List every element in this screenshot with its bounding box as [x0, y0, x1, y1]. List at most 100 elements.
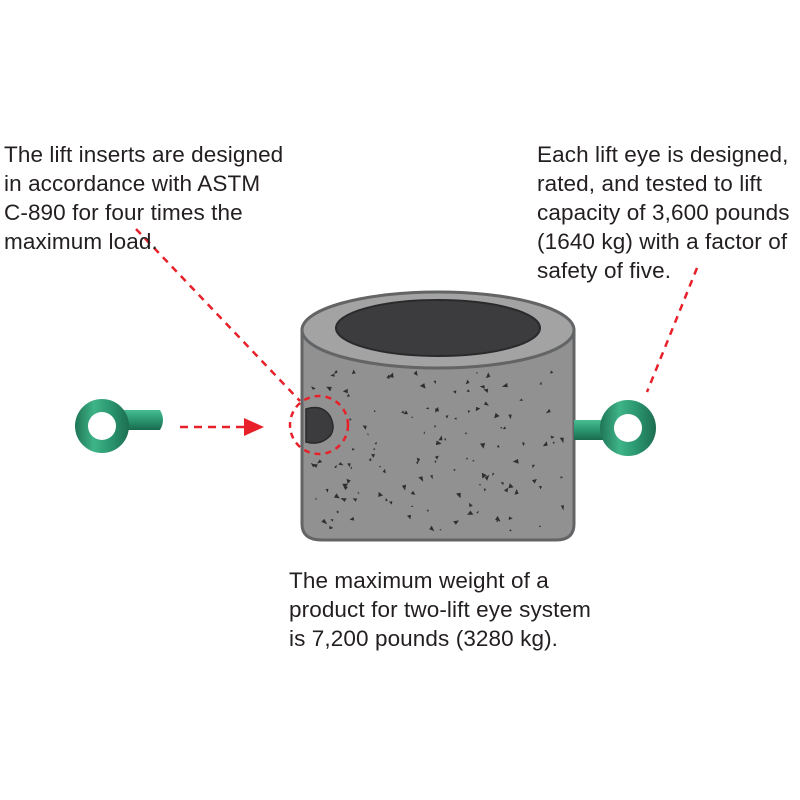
- insert-highlight-circle: [288, 394, 350, 456]
- concrete-speckle: [466, 389, 470, 393]
- concrete-speckle: [346, 478, 351, 484]
- callout-line: maximum load.: [4, 229, 158, 254]
- insertion-arrow-head: [244, 418, 264, 436]
- concrete-speckle: [480, 443, 486, 449]
- concrete-speckle: [483, 388, 489, 393]
- callout-line: C-890 for four times the: [4, 200, 243, 225]
- concrete-speckle: [472, 459, 475, 462]
- concrete-speckle: [321, 518, 328, 525]
- concrete-speckle: [342, 483, 349, 489]
- concrete-speckle: [481, 472, 487, 479]
- concrete-speckle: [373, 447, 376, 451]
- concrete-speckle: [329, 525, 334, 530]
- cylinder-opening: [335, 299, 541, 357]
- concrete-speckle: [401, 410, 405, 414]
- insert-callout-line: [135, 228, 301, 402]
- concrete-speckle: [514, 489, 519, 495]
- concrete-speckle: [379, 465, 382, 468]
- insert-callout-text: The lift inserts are designed in accorda…: [4, 140, 283, 256]
- lift-eye-left: [75, 399, 163, 453]
- concrete-speckle: [378, 491, 384, 497]
- concrete-speckle: [503, 487, 509, 493]
- callout-line: in accordance with ASTM: [4, 171, 261, 196]
- lift-eye-right-hole: [614, 414, 642, 442]
- concrete-speckle: [532, 464, 536, 469]
- concrete-speckle: [330, 519, 334, 522]
- concrete-speckle: [434, 425, 437, 428]
- concrete-speckle: [371, 453, 375, 458]
- concrete-speckle: [475, 372, 478, 375]
- concrete-speckle: [346, 393, 350, 397]
- concrete-speckle: [357, 491, 360, 494]
- callout-line: rated, and tested to lift: [537, 171, 763, 196]
- concrete-speckle: [509, 529, 512, 532]
- concrete-speckle: [367, 433, 369, 436]
- concrete-speckle: [542, 441, 548, 447]
- concrete-speckle: [385, 497, 388, 502]
- concrete-speckle: [312, 464, 318, 468]
- concrete-speckle: [374, 441, 377, 445]
- concrete-speckle: [469, 502, 473, 508]
- concrete-speckle: [502, 426, 507, 430]
- concrete-speckle: [453, 520, 459, 525]
- concrete-speckle: [419, 383, 426, 389]
- lift-insert-hole: [305, 406, 334, 444]
- concrete-speckle: [317, 459, 323, 464]
- concrete-speckle: [426, 509, 429, 512]
- concrete-speckle: [501, 382, 508, 388]
- concrete-speckle: [550, 370, 554, 374]
- concrete-speckle: [538, 525, 542, 528]
- concrete-speckle: [338, 462, 344, 466]
- concrete-speckle: [508, 414, 512, 420]
- concrete-speckle: [539, 381, 542, 385]
- concrete-speckle: [352, 498, 358, 502]
- concrete-speckle: [454, 417, 457, 420]
- concrete-speckle: [476, 510, 479, 514]
- concrete-speckle: [410, 490, 416, 495]
- concrete-speckle: [368, 457, 372, 462]
- concrete-texture: [310, 369, 564, 532]
- concrete-speckle: [475, 406, 481, 412]
- concrete-speckle: [430, 474, 433, 480]
- concrete-speckle: [333, 369, 338, 374]
- callout-line: The lift inserts are designed: [4, 142, 284, 167]
- concrete-speckle: [532, 479, 537, 484]
- concrete-speckle: [494, 412, 500, 419]
- concrete-speckle: [500, 482, 504, 486]
- lift-eye-callout-text: Each lift eye is designed, rated, and te…: [537, 140, 790, 285]
- concrete-speckle: [350, 466, 353, 469]
- concrete-speckle: [429, 525, 435, 532]
- concrete-speckle: [314, 497, 317, 500]
- concrete-cylinder: [300, 290, 576, 542]
- concrete-speckle: [342, 388, 348, 394]
- concrete-speckle: [560, 505, 564, 511]
- concrete-speckle: [373, 409, 376, 413]
- concrete-speckle: [444, 438, 447, 441]
- concrete-speckle: [478, 483, 481, 486]
- concrete-speckle: [550, 435, 555, 439]
- concrete-speckle: [349, 417, 352, 421]
- concrete-speckle: [334, 464, 338, 469]
- concrete-speckle: [545, 408, 551, 414]
- concrete-speckle: [311, 386, 316, 390]
- concrete-speckle: [401, 484, 407, 491]
- concrete-speckle: [434, 460, 437, 464]
- concrete-speckle: [426, 407, 430, 410]
- concrete-speckle: [492, 472, 495, 476]
- concrete-speckle: [559, 437, 564, 444]
- callout-line: Each lift eye is designed,: [537, 142, 789, 167]
- concrete-speckle: [386, 374, 390, 379]
- concrete-speckle: [416, 457, 421, 463]
- max-weight-callout-text: The maximum weight of a product for two-…: [289, 566, 591, 653]
- concrete-speckle: [479, 385, 485, 389]
- concrete-speckle: [485, 372, 491, 379]
- concrete-speckle: [435, 408, 439, 413]
- concrete-speckle: [495, 515, 501, 522]
- callout-line: safety of five.: [537, 258, 672, 283]
- concrete-speckle: [347, 463, 351, 468]
- callout-line: The maximum weight of a: [289, 568, 549, 593]
- callout-line: (1640 kg) with a factor of: [537, 229, 788, 254]
- concrete-speckle: [495, 520, 498, 522]
- lift-eye-callout-line: [645, 267, 699, 393]
